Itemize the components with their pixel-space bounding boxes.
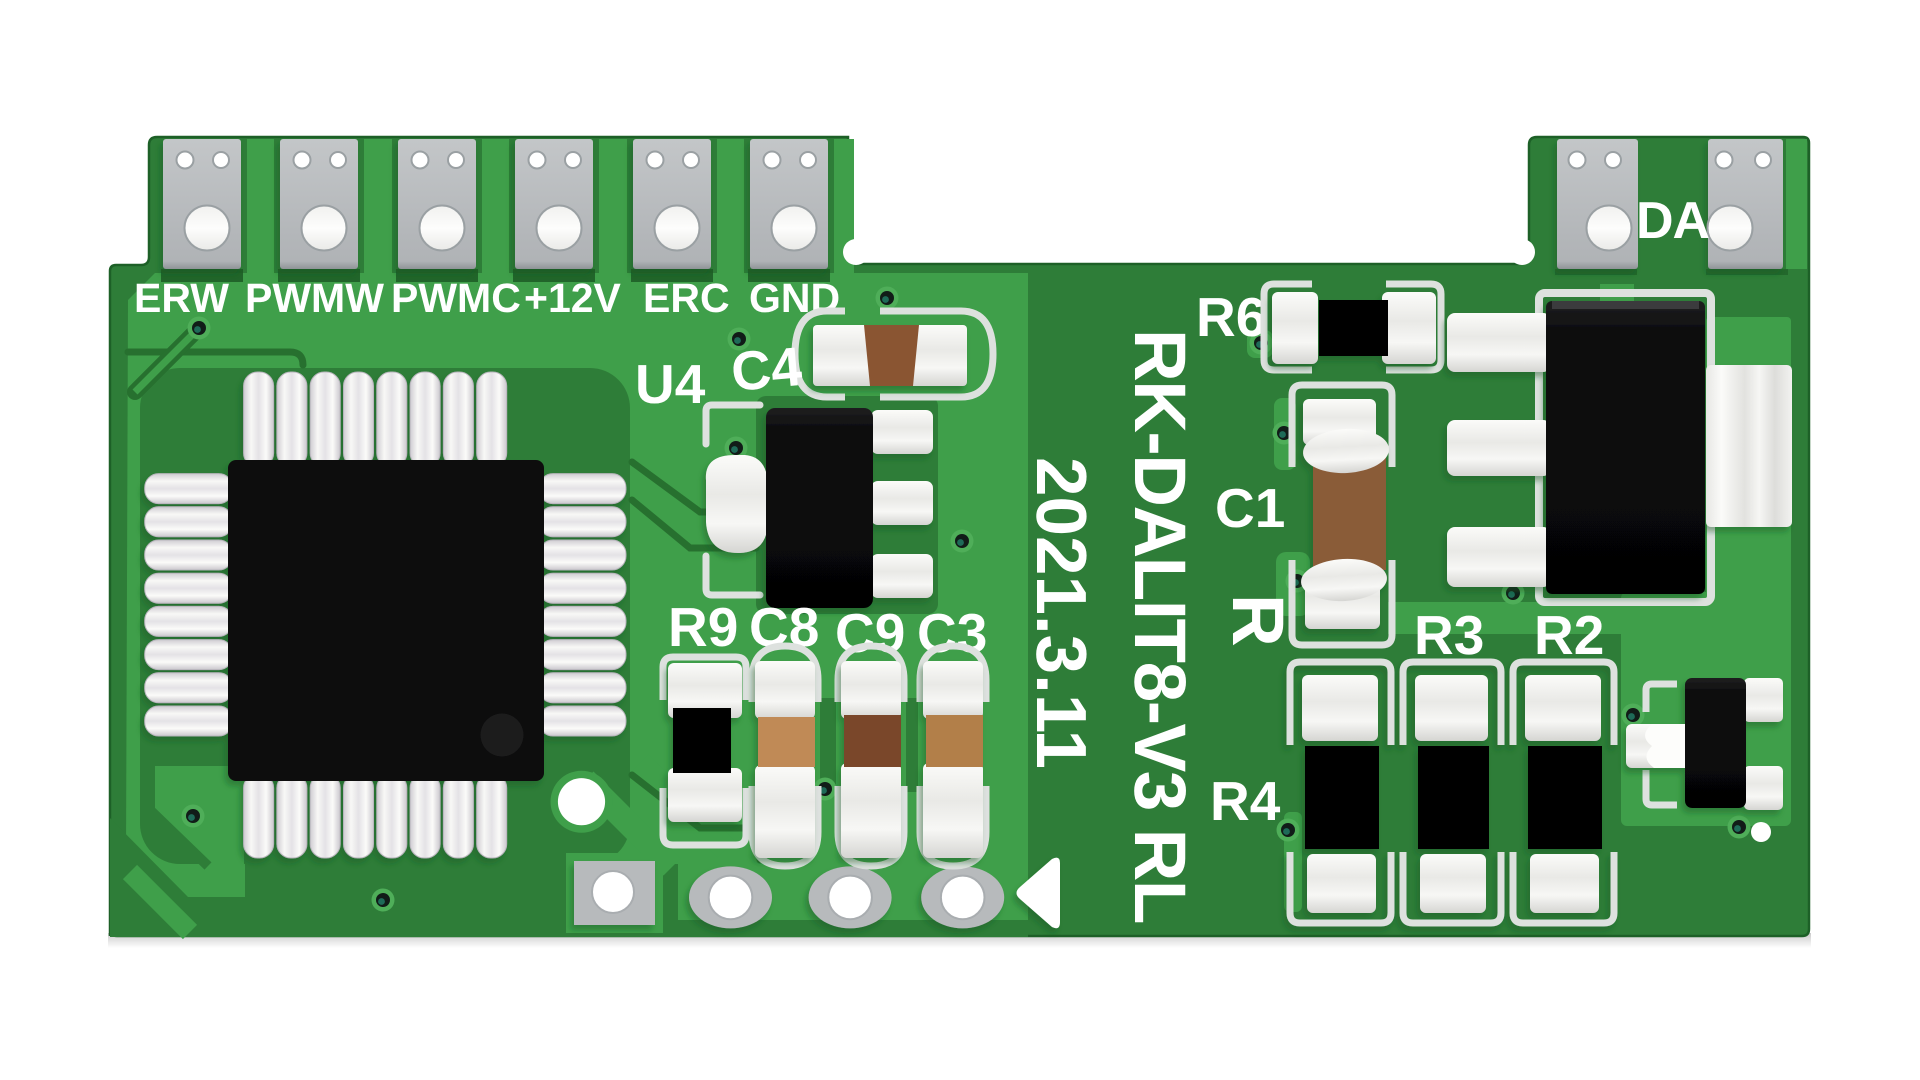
svg-text:RK-DALIT8-V3 RL: RK-DALIT8-V3 RL: [1119, 329, 1200, 923]
svg-text:U4: U4: [635, 353, 706, 415]
svg-text:C1: C1: [1215, 477, 1285, 539]
svg-text:R: R: [1217, 594, 1298, 647]
svg-text:R2: R2: [1534, 604, 1604, 666]
svg-text:R9: R9: [668, 596, 738, 658]
svg-text:C4: C4: [729, 335, 805, 403]
svg-text:ERC: ERC: [643, 275, 730, 321]
svg-text:+12V: +12V: [524, 275, 622, 321]
svg-text:R6: R6: [1196, 286, 1266, 348]
svg-text:DA: DA: [1636, 192, 1710, 250]
svg-text:R4: R4: [1210, 770, 1281, 832]
svg-text:PWMW: PWMW: [245, 275, 384, 321]
svg-text:ERW: ERW: [134, 275, 229, 321]
svg-text:2021.3.11: 2021.3.11: [1021, 457, 1100, 769]
svg-text:PWMC: PWMC: [391, 275, 521, 321]
svg-text:R3: R3: [1414, 604, 1484, 666]
